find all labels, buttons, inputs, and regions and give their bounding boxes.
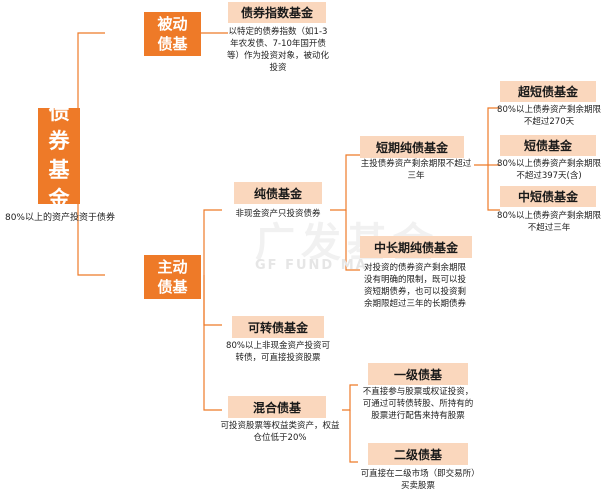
pure-bond-node: 纯债基金 [234,182,322,204]
mid-short-node: 中短债基金 [500,186,596,207]
pure-bond-desc: 非现金资产只投资债券 [235,209,321,219]
short-pure-bond-node: 短期纯债基金 [360,136,464,158]
watermark-subtext: GF FUND MA [255,258,368,273]
mixed-bond-desc: 可投资股票等权益类资产，权益仓位低于20% [220,421,340,443]
mixed-bond-node: 混合债基 [228,396,326,418]
index-fund-node: 债券指数基金 [228,2,326,23]
secondary-bond-node: 二级债基 [368,443,468,465]
root-node: 债券基金 [38,100,80,211]
ultra-short-desc: 80%以上债券资产剩余期限不超过270天 [497,105,601,127]
active-node: 主动债基 [144,255,201,299]
short-debt-node: 短债基金 [500,135,596,156]
mid-long-pure-bond-node: 中长期纯债基金 [360,236,472,258]
secondary-bond-desc: 可直接在二级市场（即交易所）买卖股票 [360,469,476,491]
root-desc: 80%以上的资产投资于债券 [4,213,115,223]
primary-bond-desc: 不直接参与股票或权证投资，可通过可转债转股、所持有的股票进行配售来持有股票 [362,387,474,421]
passive-node: 被动债基 [144,12,201,56]
short-debt-desc: 80%以上债券资产剩余期限不超过397天(含) [497,159,601,181]
root-title: 债券基金 [48,100,70,211]
mid-long-pure-bond-desc: 对投资的债券资产剩余期限没有明确的限制，既可以投资短期债券，也可以投资剩余期限超… [364,263,467,309]
short-pure-bond-desc: 主投债券资产剩余期限不超过三年 [360,159,472,181]
convertible-node: 可转债基金 [232,316,324,338]
convertible-desc: 80%以上非现金资产投资可转债，可直接投资股票 [226,341,330,363]
ultra-short-node: 超短债基金 [500,81,596,102]
mid-short-desc: 80%以上债券资产剩余期限不超过三年 [497,211,601,233]
primary-bond-node: 一级债基 [368,363,468,385]
index-fund-desc: 以特定的债券指数（如1-3年农发债、7-10年国开债等）作为投资对象，被动化投资 [226,27,329,73]
